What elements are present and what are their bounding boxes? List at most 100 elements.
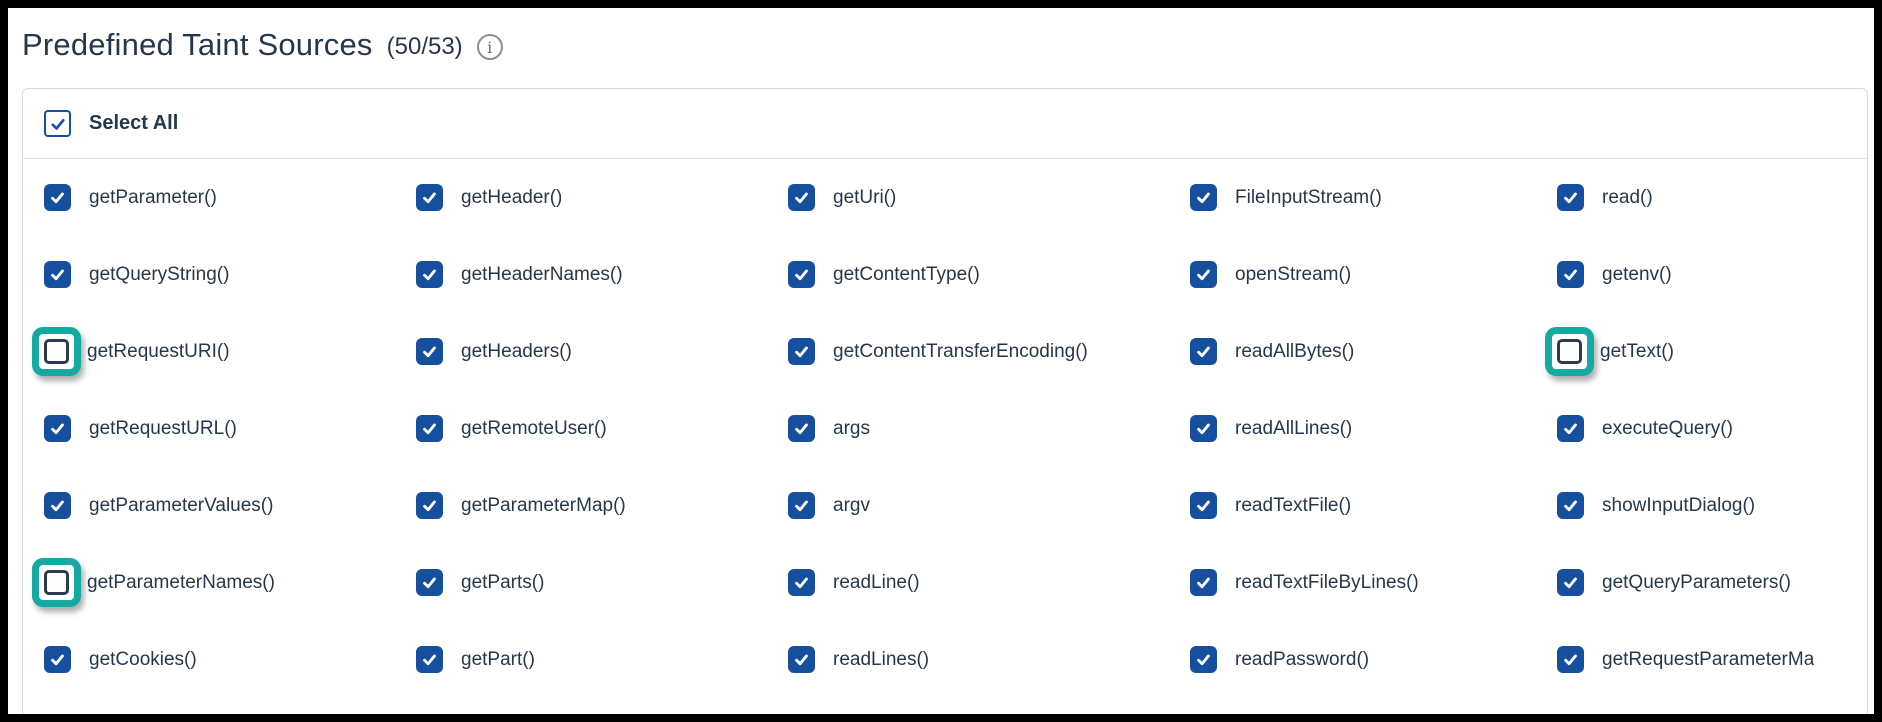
taint-source-item: readAllBytes(): [1190, 313, 1557, 390]
taint-source-checkbox[interactable]: [1190, 646, 1217, 673]
highlight-ring: [1557, 569, 1584, 596]
taint-source-checkbox[interactable]: [788, 646, 815, 673]
taint-source-item: read(): [1557, 159, 1867, 236]
taint-source-item: getContentType(): [788, 236, 1190, 313]
select-all-checkbox[interactable]: [44, 110, 71, 137]
taint-source-label: readTextFileByLines(): [1235, 571, 1419, 593]
taint-source-checkbox[interactable]: [1557, 492, 1584, 519]
taint-source-checkbox[interactable]: [788, 184, 815, 211]
taint-source-checkbox[interactable]: [416, 492, 443, 519]
taint-source-checkbox[interactable]: [1557, 339, 1582, 364]
taint-source-label: getHeaderNames(): [461, 263, 623, 285]
taint-source-label: showInputDialog(): [1602, 494, 1756, 516]
check-icon: [51, 269, 64, 281]
check-icon: [1197, 654, 1210, 666]
taint-source-checkbox[interactable]: [788, 338, 815, 365]
highlight-ring: [416, 261, 443, 288]
select-all-label: Select All: [89, 112, 179, 134]
taint-source-label: getCookies(): [89, 648, 197, 670]
highlight-ring: [1557, 415, 1584, 442]
taint-source-checkbox[interactable]: [1190, 338, 1217, 365]
highlight-ring: [788, 492, 815, 519]
info-icon[interactable]: i: [476, 34, 503, 60]
taint-source-label: getRequestURL(): [89, 417, 237, 439]
taint-source-label: getContentType(): [833, 263, 980, 285]
taint-source-item: readTextFile(): [1190, 467, 1557, 544]
check-icon: [51, 654, 64, 666]
taint-source-label: getParameterNames(): [87, 571, 275, 593]
taint-source-checkbox[interactable]: [416, 338, 443, 365]
taint-source-checkbox[interactable]: [416, 569, 443, 596]
taint-source-checkbox[interactable]: [1557, 569, 1584, 596]
page-header: Predefined Taint Sources (50/53) i: [22, 24, 1874, 66]
taint-source-checkbox[interactable]: [1190, 569, 1217, 596]
taint-source-checkbox[interactable]: [416, 184, 443, 211]
taint-source-checkbox[interactable]: [416, 415, 443, 442]
taint-source-label: getParameterMap(): [461, 494, 626, 516]
highlight-ring: [416, 338, 443, 365]
taint-source-item: getRemoteUser(): [416, 390, 788, 467]
taint-source-label: openStream(): [1235, 263, 1352, 285]
taint-source-item: getHeaders(): [416, 313, 788, 390]
taint-source-checkbox[interactable]: [44, 261, 71, 288]
selected-count: (50/53): [386, 33, 463, 60]
taint-source-item: getRequestURI(): [32, 313, 416, 390]
check-icon: [51, 423, 64, 435]
taint-source-item: getCookies(): [44, 621, 416, 698]
taint-source-checkbox[interactable]: [788, 569, 815, 596]
check-icon: [1197, 192, 1210, 204]
taint-source-label: read(): [1602, 186, 1653, 208]
highlight-ring: [44, 646, 71, 673]
taint-source-item: getHeader(): [416, 159, 788, 236]
taint-source-item: readTextFileByLines(): [1190, 544, 1557, 621]
check-icon: [423, 346, 436, 358]
taint-source-item: getenv(): [1557, 236, 1867, 313]
highlight-ring: [44, 415, 71, 442]
taint-source-item: readPassword(): [1190, 621, 1557, 698]
taint-source-checkbox[interactable]: [44, 646, 71, 673]
taint-source-checkbox[interactable]: [44, 415, 71, 442]
taint-source-checkbox[interactable]: [416, 646, 443, 673]
taint-source-checkbox[interactable]: [1557, 415, 1584, 442]
taint-source-item: getParameterNames(): [32, 544, 416, 621]
highlight-ring: [788, 338, 815, 365]
taint-source-label: getParameter(): [89, 186, 217, 208]
highlight-ring: [1190, 492, 1217, 519]
taint-source-label: getRequestURI(): [87, 340, 230, 362]
taint-source-checkbox[interactable]: [1190, 415, 1217, 442]
taint-source-checkbox[interactable]: [1557, 184, 1584, 211]
check-icon: [795, 346, 808, 358]
taint-source-checkbox[interactable]: [788, 415, 815, 442]
highlight-ring: [32, 558, 81, 607]
highlight-ring: [788, 569, 815, 596]
taint-source-checkbox[interactable]: [788, 261, 815, 288]
highlight-ring: [1190, 646, 1217, 673]
taint-source-label: getParameterValues(): [89, 494, 274, 516]
check-icon: [795, 423, 808, 435]
taint-source-item: getParts(): [416, 544, 788, 621]
taint-source-checkbox[interactable]: [44, 339, 69, 364]
taint-source-checkbox[interactable]: [1190, 492, 1217, 519]
taint-source-checkbox[interactable]: [1557, 646, 1584, 673]
taint-source-checkbox[interactable]: [1190, 184, 1217, 211]
check-icon: [51, 500, 64, 512]
taint-source-checkbox[interactable]: [44, 570, 69, 595]
taint-source-checkbox[interactable]: [416, 261, 443, 288]
check-icon: [795, 577, 808, 589]
highlight-ring: [416, 492, 443, 519]
taint-grid: getParameter() getQueryString() getReque…: [23, 159, 1867, 698]
highlight-ring: [1557, 261, 1584, 288]
taint-source-checkbox[interactable]: [1190, 261, 1217, 288]
taint-source-item: getParameterMap(): [416, 467, 788, 544]
taint-source-label: getParts(): [461, 571, 545, 593]
check-icon: [795, 500, 808, 512]
taint-source-checkbox[interactable]: [1557, 261, 1584, 288]
taint-source-item: readAllLines(): [1190, 390, 1557, 467]
highlight-ring: [788, 261, 815, 288]
taint-source-checkbox[interactable]: [44, 492, 71, 519]
highlight-ring: [416, 646, 443, 673]
highlight-ring: [788, 646, 815, 673]
taint-source-checkbox[interactable]: [788, 492, 815, 519]
taint-source-checkbox[interactable]: [44, 184, 71, 211]
